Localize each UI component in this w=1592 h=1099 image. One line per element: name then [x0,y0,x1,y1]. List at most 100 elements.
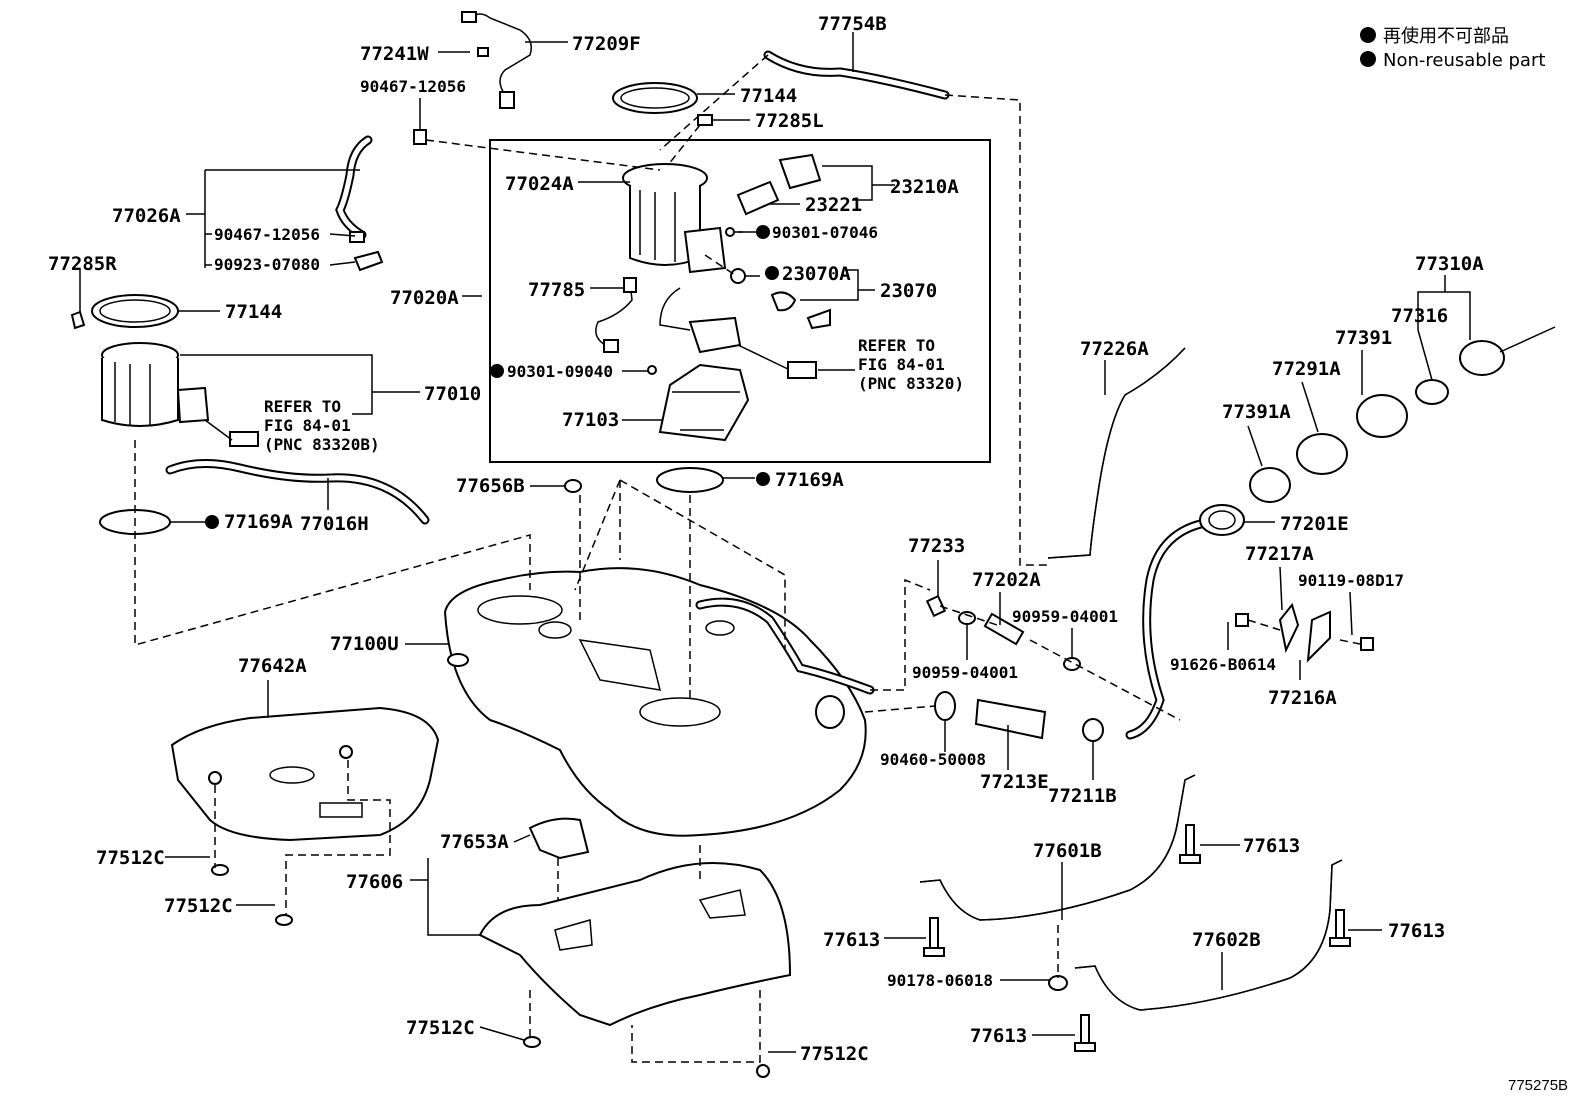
label-77512C-b: 77512C [164,895,233,917]
heat-insulator-77653A [528,817,590,860]
label-77613-c: 77613 [1388,920,1445,942]
non-reusable-marker-icon [205,515,219,529]
label-77512C-a: 77512C [96,847,165,869]
retainer-ring-77144-top [612,82,698,114]
label-77024A: 77024A [505,173,574,195]
gasket-77391 [1356,394,1408,438]
sensor-wire-77209F [461,11,532,109]
label-77601B: 77601B [1033,840,1102,862]
ref1-line3: (PNC 83320B) [264,435,380,454]
non-reusable-marker-icon [1360,27,1376,43]
label-77100U: 77100U [330,633,399,655]
clamp-77211B [1082,718,1104,742]
ref2-line2: FIG 84-01 [858,355,945,374]
label-77613-a: 77613 [1243,835,1300,857]
non-reusable-marker-icon [765,266,779,280]
ref1-line2: FIG 84-01 [264,416,351,435]
label-77211B: 77211B [1048,785,1117,807]
ref2-line3: (PNC 83320) [858,374,964,393]
bolt-77613-b [923,917,945,957]
label-90301-09040: 90301-09040 [507,362,613,381]
gasket-77512C-b [275,914,293,926]
gasket-77391A [1249,467,1291,503]
legend: 再使用不可部品 Non-reusable part [1360,26,1545,71]
label-77233: 77233 [908,535,965,557]
label-77391A: 77391A [1222,401,1291,423]
label-77642A: 77642A [238,655,307,677]
label-23070A: 23070A [782,263,851,285]
label-77754B: 77754B [818,13,887,35]
housing-77291A [1296,433,1348,475]
pressure-regulator-23070 [730,268,831,330]
label-90178: 90178-06018 [887,971,993,990]
nut-90178 [1048,975,1068,991]
assembly-lines [134,54,1361,1063]
vent-hose-77026A [335,129,427,272]
figure-code: 775275B [1508,1077,1568,1094]
leader-lines [79,32,1471,1053]
label-77213E: 77213E [980,771,1049,793]
label-77613-d: 77613 [970,1025,1027,1047]
clip-77285R [70,310,86,330]
bracket-77103 [647,363,750,442]
label-77310A: 77310A [1415,253,1484,275]
hose-77754B [763,50,950,100]
label-77020A: 77020A [390,287,459,309]
clamp-90959-b [958,611,976,625]
cap-tether-icon [1499,326,1556,353]
label-77512C-d: 77512C [800,1043,869,1065]
fuel-pump-module-77024A [622,163,727,274]
label-77202A: 77202A [972,569,1041,591]
tank-band-77601B [919,774,1196,921]
plug-77656B [564,479,582,493]
ref1-line1: REFER TO [264,397,341,416]
hose-77016H [165,458,430,525]
gasket-77512C-c [523,1036,541,1048]
label-77169A-left: 77169A [224,511,293,533]
label-23070: 23070 [880,280,937,302]
bolt-77613-d [1074,1014,1096,1052]
label-90467-mid: 90467-12056 [214,225,320,244]
label-90119: 90119-08D17 [1298,571,1404,590]
fuel-cap-77310A [1459,340,1505,376]
label-91626: 91626-B0614 [1170,655,1276,674]
label-77512C-c: 77512C [406,1017,475,1039]
non-reusable-marker-icon [756,472,770,486]
label-77201E: 77201E [1280,513,1349,535]
tank-band-77602B [1074,859,1343,1011]
gasket-77169A-mid [656,467,724,493]
heat-insulator-77606 [478,861,792,1027]
bolt-91626 [1235,613,1249,627]
ref2-line1: REFER TO [858,336,935,355]
label-77602B: 77602B [1192,929,1261,951]
label-77613-b: 77613 [823,929,880,951]
ring-77316 [1415,379,1449,405]
gasket-77512C-d [756,1064,770,1078]
non-reusable-marker-icon [490,364,504,378]
label-23221: 23221 [805,194,862,216]
legend-english: Non-reusable part [1383,50,1545,71]
label-77217A: 77217A [1245,543,1314,565]
label-77291A: 77291A [1272,358,1341,380]
retainer-ring-77144-left [91,294,179,328]
filler-pipe-77201E [1125,504,1245,740]
label-77026A: 77026A [112,205,181,227]
label-77241W: 77241W [360,43,429,65]
non-reusable-marker-icon [1360,51,1376,67]
fuel-pump-23210A [725,153,822,237]
label-77016H: 77016H [300,513,369,535]
gasket-77512C-a [211,864,229,876]
bolt-77613-a [1179,824,1201,864]
label-90959-b: 90959-04001 [912,663,1018,682]
breather-tube-77226A [1047,347,1186,559]
hose-77213E [974,698,1047,740]
non-reusable-marker-icon [756,225,770,239]
label-77285L: 77285L [755,110,824,132]
label-77316: 77316 [1391,305,1448,327]
bolt-90119 [1360,637,1374,651]
label-90301-07046: 90301-07046 [772,223,878,242]
label-23210A: 23210A [890,176,959,198]
bracket-77216A [1306,610,1331,663]
sub-tank-77010 [101,342,259,447]
label-77216A: 77216A [1268,687,1337,709]
